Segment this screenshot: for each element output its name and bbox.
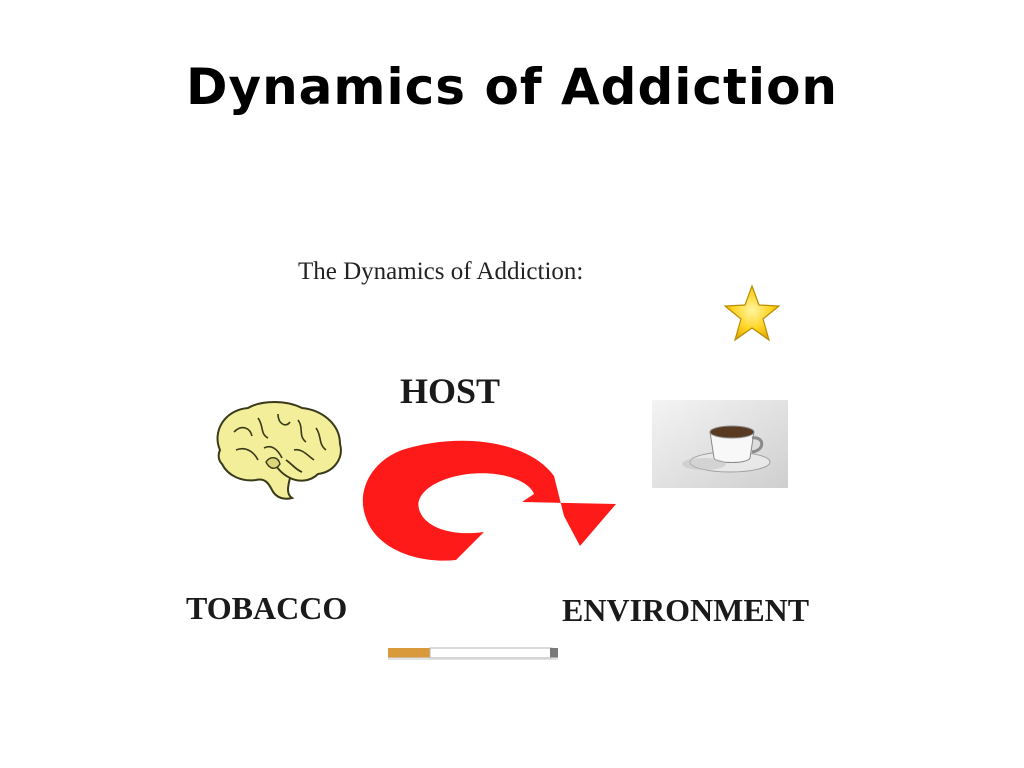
cigarette-icon (388, 647, 558, 660)
environment-label: ENVIRONMENT (562, 592, 810, 628)
coffee-cup-icon (652, 400, 788, 488)
star-icon (724, 284, 780, 342)
tobacco-label: TOBACCO (186, 590, 348, 626)
brain-icon (216, 401, 342, 500)
slide-title: Dynamics of Addiction (185, 58, 839, 116)
figure-caption: The Dynamics of Addiction: (298, 258, 584, 285)
circular-arrow-icon (362, 440, 616, 561)
host-label: HOST (400, 371, 501, 411)
